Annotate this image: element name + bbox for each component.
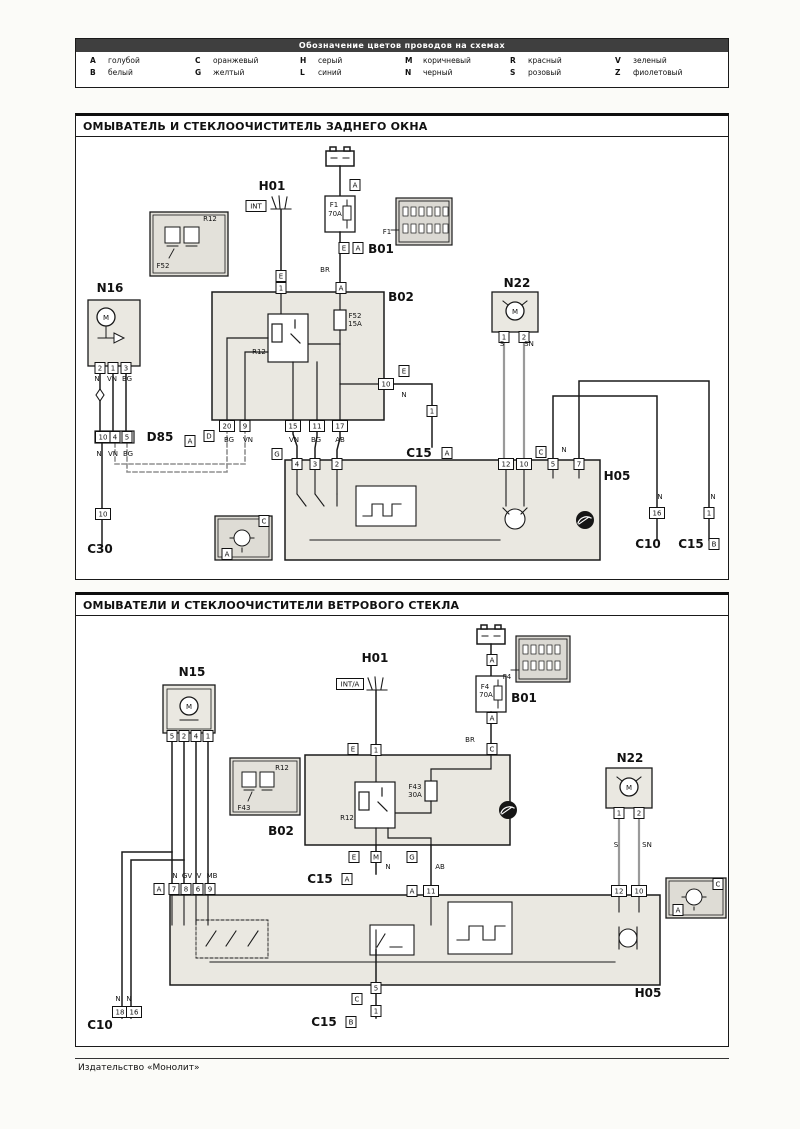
color-code: M (405, 56, 413, 65)
color-code: S (510, 68, 516, 77)
color-code: N (405, 68, 412, 77)
color-name: зеленый (633, 56, 667, 65)
section-rear-wiper: ОМЫВАТЕЛЬ И СТЕКЛООЧИСТИТЕЛЬ ЗАДНЕГО ОКН… (75, 113, 729, 580)
color-name: коричневый (423, 56, 471, 65)
color-code: B (90, 68, 96, 77)
color-name: желтый (213, 68, 245, 77)
color-name: серый (318, 56, 343, 65)
publisher-note: Издательство «Монолит» (78, 1063, 200, 1073)
footer-rule (75, 1058, 729, 1059)
color-code: G (195, 68, 202, 77)
color-name: фиолетовый (633, 68, 683, 77)
color-code: C (195, 56, 201, 65)
color-name: розовый (528, 68, 562, 77)
color-code: A (90, 56, 96, 65)
color-name: красный (528, 56, 562, 65)
color-name: синий (318, 68, 342, 77)
color-code: H (300, 56, 307, 65)
legend-header: Обозначение цветов проводов на схемах (76, 39, 728, 52)
color-code: L (300, 68, 305, 77)
color-name: черный (423, 68, 453, 77)
color-name: голубой (108, 56, 140, 65)
color-code: R (510, 56, 516, 65)
color-code: V (615, 56, 621, 65)
color-name: оранжевый (213, 56, 259, 65)
section-windshield-wiper: ОМЫВАТЕЛИ И СТЕКЛООЧИСТИТЕЛИ ВЕТРОВОГО С… (75, 592, 729, 1047)
section-title: ОМЫВАТЕЛИ И СТЕКЛООЧИСТИТЕЛИ ВЕТРОВОГО С… (76, 595, 728, 616)
color-code: Z (615, 68, 621, 77)
color-name: белый (108, 68, 133, 77)
section-title: ОМЫВАТЕЛЬ И СТЕКЛООЧИСТИТЕЛЬ ЗАДНЕГО ОКН… (76, 116, 728, 137)
